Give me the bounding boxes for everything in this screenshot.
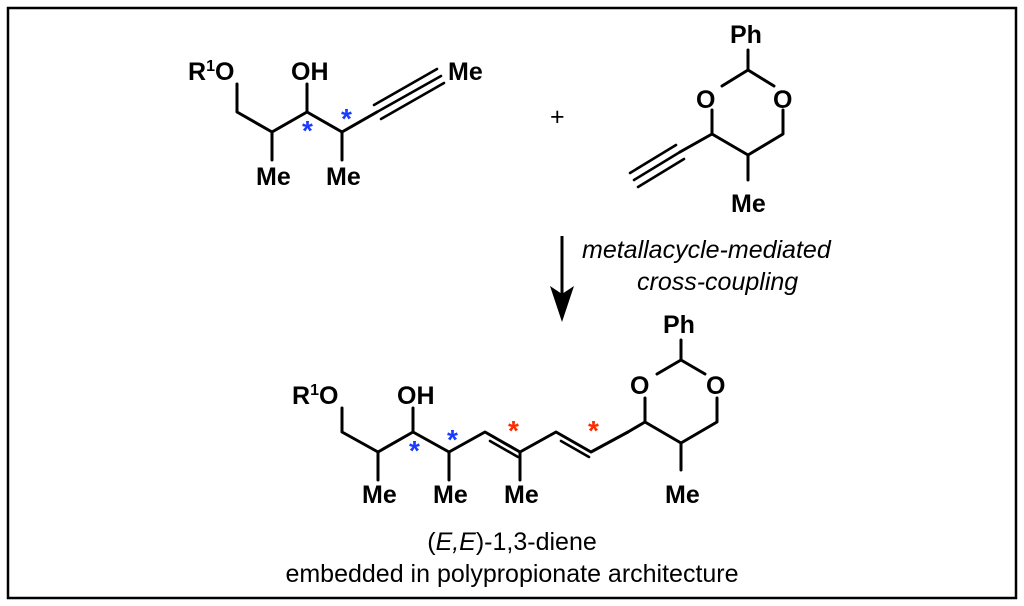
- reactant1-alkyne-bond-a: [375, 74, 443, 114]
- reactant1-me-label-2: Me: [326, 163, 361, 191]
- reactant1-blue-star-1: *: [302, 115, 313, 146]
- reactant1-alkyne-bond-b: [379, 81, 446, 121]
- product-red-star-1: *: [508, 415, 519, 446]
- caption-line-1: (E,E)-1,3-diene: [427, 528, 597, 556]
- reactant1-alkyne-bond-c: [372, 67, 439, 107]
- product-me-label-3: Me: [504, 481, 539, 509]
- product-me-label-2: Me: [433, 481, 468, 509]
- reactant2-o-label-2: O: [773, 86, 792, 114]
- dioxane-alkyne-link: [678, 132, 714, 154]
- reactant1-oh-label: OH: [291, 58, 329, 86]
- dioxane-ring-bond-1: [720, 68, 750, 88]
- reactant2-me-label: Me: [731, 190, 766, 218]
- reactant-alkyne-alcohol: R1O OH Me Me Me * *: [188, 58, 483, 191]
- dioxane-ring-bond-2: [746, 68, 776, 88]
- product-ring-bond-1: [626, 396, 647, 434]
- reaction-arrow: [550, 236, 574, 322]
- conditions-line-2: cross-coupling: [637, 268, 798, 296]
- product-ring-bond-3: [655, 358, 707, 376]
- caption-line-2: embedded in polypropionate architecture: [285, 560, 738, 588]
- product-red-star-2: *: [588, 415, 599, 446]
- product-ring-bond-2: [643, 396, 719, 445]
- conditions-line-1: metallacycle-mediated: [582, 236, 832, 264]
- product-o-label-1: O: [630, 372, 649, 400]
- product-double-bond-2: [559, 439, 591, 459]
- product-blue-star-1: *: [409, 435, 420, 466]
- dioxane-ring-bonds: [710, 108, 785, 157]
- plus-sign: +: [550, 103, 565, 131]
- product-o-label-2: O: [706, 372, 725, 400]
- product-r1o-label: R1O: [292, 382, 338, 410]
- reactant-alkynyl-dioxane: Ph O O Me: [628, 21, 792, 218]
- arrow-head: [550, 286, 574, 322]
- product-me-label-1: Me: [362, 481, 397, 509]
- product-blue-star-2: *: [447, 424, 458, 455]
- reactant2-ph-label: Ph: [730, 21, 762, 49]
- product-oh-label: OH: [397, 382, 435, 410]
- reactant1-backbone: [235, 82, 379, 134]
- dioxane-alkyne-b: [628, 143, 678, 175]
- reactant1-me-label-1: Me: [256, 163, 291, 191]
- reactant1-blue-star-2: *: [341, 103, 352, 134]
- product-double-bond-1: [488, 439, 520, 459]
- product-diene: R1O OH Me Me Me Me Ph O O * * * *: [292, 311, 725, 509]
- dioxane-alkyne-a: [632, 150, 682, 182]
- reactant1-me-alkyne-label: Me: [448, 58, 483, 86]
- reactant2-o-label-1: O: [696, 86, 715, 114]
- reactant1-r1o-label: R1O: [188, 58, 234, 86]
- dioxane-alkyne-c: [636, 157, 686, 189]
- product-backbone: [340, 406, 630, 454]
- product-ph-label: Ph: [663, 311, 695, 339]
- product-me-label-4: Me: [665, 481, 700, 509]
- scheme-frame: [6, 6, 1018, 600]
